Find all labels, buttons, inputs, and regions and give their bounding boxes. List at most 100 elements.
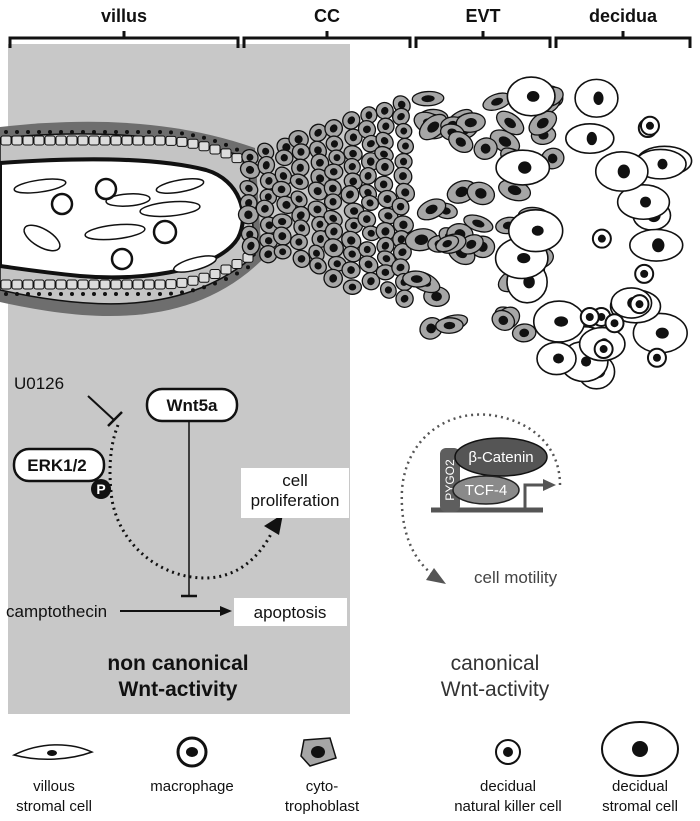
- cell-nucleus: [652, 238, 665, 253]
- syncytial-nucleus: [125, 292, 129, 296]
- cell-nucleus: [507, 185, 522, 196]
- syncytial-nucleus: [70, 292, 74, 296]
- cell-nucleus: [265, 177, 273, 185]
- legend-decidual-stromal-nucleus: [632, 741, 648, 757]
- cell-nucleus: [329, 214, 338, 222]
- cell-nucleus: [297, 255, 306, 263]
- cell-nucleus: [640, 196, 651, 208]
- cell-nucleus: [246, 153, 254, 161]
- cell-nucleus: [427, 121, 440, 133]
- cell-nucleus: [384, 212, 393, 220]
- camptothecin-arrowhead: [220, 606, 232, 616]
- trophoblast-layer-cell: [220, 264, 232, 275]
- cell-nucleus: [519, 328, 530, 338]
- legend-villous-line1: villous: [33, 778, 75, 795]
- cell-nucleus: [364, 172, 372, 180]
- cell-nucleus: [536, 117, 549, 129]
- cell-nucleus: [599, 345, 608, 354]
- cell-nucleus: [330, 227, 338, 236]
- trophoblast-layer-cell: [165, 135, 177, 146]
- syncytial-nucleus: [15, 130, 19, 134]
- cell-nucleus: [382, 255, 391, 263]
- trophoblast-layer-cell: [110, 279, 122, 290]
- cell-nucleus: [314, 146, 322, 155]
- cell-nucleus: [316, 174, 325, 183]
- cell-nucleus: [262, 161, 270, 170]
- trophoblast-layer-cell: [121, 279, 133, 290]
- cell-nucleus: [349, 149, 357, 158]
- syncytial-nucleus: [125, 130, 129, 134]
- cell-nucleus: [367, 277, 375, 286]
- cell-nucleus: [347, 266, 355, 274]
- legend-villous-nucleus: [47, 750, 57, 756]
- cell-nucleus: [278, 217, 287, 226]
- region-brackets: [8, 31, 692, 48]
- trophoblast-layer-cell: [198, 272, 210, 283]
- cell-nucleus: [279, 248, 287, 256]
- syncytial-nucleus: [136, 130, 140, 134]
- cell-nucleus: [363, 245, 371, 254]
- cell-nucleus: [348, 283, 357, 291]
- trophoblast-layer-cell: [154, 135, 166, 146]
- cell-nucleus: [348, 250, 356, 258]
- cell-nucleus: [396, 202, 405, 211]
- syncytial-nucleus: [15, 292, 19, 296]
- trophoblast-layer-cell: [33, 279, 45, 290]
- loop-arrowhead: [264, 514, 283, 535]
- cell-nucleus: [480, 143, 491, 154]
- cell-nucleus: [347, 116, 356, 125]
- cell-nucleus: [397, 235, 406, 244]
- cell-nucleus: [399, 157, 408, 166]
- trophoblast-layer-cell: [33, 135, 45, 146]
- cell-nucleus: [640, 269, 649, 278]
- canonical-title-1: canonical: [451, 652, 540, 675]
- trophoblast-layer-cell: [66, 279, 78, 290]
- syncytial-nucleus: [191, 288, 195, 293]
- cell-nucleus: [295, 238, 303, 246]
- cell-nucleus: [264, 193, 272, 201]
- syncytial-nucleus: [92, 130, 96, 134]
- villous-stromal-cell: [155, 178, 205, 194]
- trophoblast-layer-cell: [176, 136, 188, 147]
- syncytial-nucleus: [147, 292, 151, 296]
- syncytial-nucleus: [213, 138, 217, 143]
- motility-arrowhead: [426, 568, 446, 584]
- cell-nucleus: [261, 204, 269, 213]
- cell-nucleus: [384, 286, 392, 294]
- cell-nucleus: [498, 315, 509, 326]
- proliferation-label-2: proliferation: [251, 491, 340, 510]
- cell-nucleus: [398, 248, 407, 257]
- cell-nucleus: [554, 316, 569, 327]
- cell-nucleus: [295, 195, 303, 203]
- cell-nucleus: [426, 323, 436, 334]
- trophoblast-layer-cell: [187, 275, 199, 286]
- trophoblast-layer-cell: [11, 279, 23, 290]
- cell-nucleus: [617, 164, 630, 179]
- syncytial-nucleus: [246, 265, 250, 270]
- villous-stromal-cell: [84, 223, 146, 241]
- cell-nucleus: [414, 234, 429, 245]
- cell-nucleus: [586, 131, 597, 146]
- trophoblast-layer-cell: [198, 141, 210, 152]
- legend-cyto-line2: trophoblast: [285, 798, 360, 815]
- cell-nucleus: [362, 215, 371, 223]
- syncytial-nucleus: [103, 292, 107, 296]
- cell-nucleus: [313, 205, 322, 214]
- trophoblast-layer-cell: [77, 279, 89, 290]
- cell-nucleus: [294, 135, 303, 144]
- cell-nucleus: [597, 234, 606, 243]
- cell-nucleus: [472, 219, 485, 228]
- trophoblast-layer-cell: [55, 135, 67, 146]
- tcf4-label: TCF-4: [465, 482, 508, 499]
- cell-nucleus: [330, 140, 339, 148]
- legend-cytotrophoblast-nucleus: [311, 746, 325, 758]
- transcription-start-arrow: [523, 483, 545, 510]
- cell-nucleus: [475, 188, 487, 199]
- syncytial-nucleus: [213, 281, 217, 286]
- trophoblast-layer-cell: [0, 135, 12, 146]
- syncytial-nucleus: [103, 130, 107, 134]
- cell-nucleus: [244, 210, 253, 220]
- cell-nucleus: [349, 133, 358, 142]
- cell-nucleus: [464, 117, 477, 128]
- syncytial-nucleus: [158, 130, 162, 134]
